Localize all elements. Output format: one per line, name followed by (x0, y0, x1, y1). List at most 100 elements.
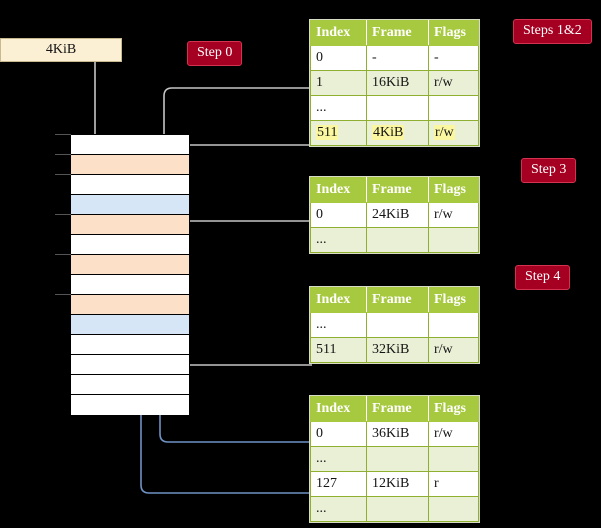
cell-flg: r/w (428, 421, 479, 447)
memory-frame-row (71, 255, 189, 275)
cell-flg: - (428, 45, 479, 71)
memory-frame-row (71, 395, 189, 415)
cell-flg: r (428, 471, 479, 497)
wire-t2-row0-to-mem (171, 220, 312, 242)
memory-frame-row (71, 315, 189, 335)
cell-flg (428, 312, 479, 338)
table-row: ... (310, 227, 479, 253)
cell-frm: 24KiB (366, 202, 429, 228)
table-row: ... (310, 496, 479, 522)
cell-idx: ... (310, 227, 367, 253)
memory-frame-tick (55, 174, 71, 175)
memory-frame-tick (55, 134, 71, 135)
cell-frm (366, 95, 429, 121)
column-header-index: Index (310, 20, 367, 46)
cell-flg (428, 227, 479, 253)
cell-idx: 511 (310, 120, 367, 146)
cell-frm (366, 227, 429, 253)
cell-frm: - (366, 45, 429, 71)
memory-frame-row (71, 235, 189, 255)
wire-t4-row0-to-mem (149, 314, 312, 443)
memory-frame-tick (55, 214, 71, 215)
cell-frm (366, 496, 429, 522)
table-row: 511 4KiB r/w (310, 120, 479, 146)
cell-frm: 12KiB (366, 471, 429, 497)
table-row: ... (310, 446, 479, 472)
step-badge-step0: Step 0 (187, 41, 243, 66)
cell-frm: 32KiB (366, 337, 429, 363)
memory-frame-row (71, 355, 189, 375)
table-row: ... (310, 95, 479, 121)
step-badge-step4: Step 4 (515, 265, 571, 290)
cell-frm: 4KiB (366, 120, 429, 146)
memory-frame-row (71, 335, 189, 355)
cell-flg (428, 95, 479, 121)
wire-t4-row127-to-mem (130, 195, 312, 494)
cell-flg (428, 446, 479, 472)
table-row: ... (310, 312, 479, 338)
cell-idx: 1 (310, 70, 367, 96)
cell-idx: ... (310, 95, 367, 121)
cell-idx: 0 (310, 45, 367, 71)
wire-source-to-mem (89, 54, 106, 152)
memory-frame-row (71, 215, 189, 235)
highlighted-value: r/w (434, 125, 455, 140)
column-header-index: Index (310, 177, 367, 203)
highlighted-value: 511 (316, 125, 339, 140)
memory-frame-row (71, 275, 189, 295)
memory-frame-row (71, 295, 189, 315)
physical-memory-column (70, 134, 190, 415)
cell-frm: 36KiB (366, 421, 429, 447)
cell-idx: 511 (310, 337, 367, 363)
cell-idx: ... (310, 312, 367, 338)
memory-frame-row (71, 195, 189, 215)
column-header-index: Index (310, 287, 367, 313)
memory-frame-row (71, 155, 189, 175)
cell-flg: r/w (428, 70, 479, 96)
memory-frame-row (71, 375, 189, 395)
cell-idx: 127 (310, 471, 367, 497)
table-row: 0-- (310, 45, 479, 71)
column-header-flags: Flags (428, 20, 479, 46)
cell-flg: r/w (428, 120, 479, 146)
cell-flg: r/w (428, 202, 479, 228)
cell-flg (428, 496, 479, 522)
highlighted-value: 4KiB (372, 125, 405, 140)
column-header-flags: Flags (428, 177, 479, 203)
column-header-frame: Frame (366, 20, 429, 46)
column-header-flags: Flags (428, 396, 479, 422)
column-header-flags: Flags (428, 287, 479, 313)
column-header-index: Index (310, 396, 367, 422)
step-badge-step12: Steps 1&2 (513, 19, 592, 44)
step-badge-step3: Step 3 (521, 158, 577, 183)
cell-flg: r/w (428, 337, 479, 363)
column-header-frame: Frame (366, 396, 429, 422)
memory-frame-row (71, 135, 189, 155)
memory-frame-tick (55, 254, 71, 255)
column-header-frame: Frame (366, 287, 429, 313)
memory-frame-row (71, 175, 189, 195)
memory-frame-tick (55, 294, 71, 295)
source-frame-box: 4KiB (0, 38, 122, 62)
cell-frm (366, 446, 429, 472)
cell-idx: ... (310, 496, 367, 522)
cell-frm (366, 312, 429, 338)
wire-t1-row1-to-mem (163, 87, 312, 248)
column-header-frame: Frame (366, 177, 429, 203)
cell-idx: ... (310, 446, 367, 472)
memory-frame-tick (55, 154, 71, 155)
cell-idx: 0 (310, 202, 367, 228)
